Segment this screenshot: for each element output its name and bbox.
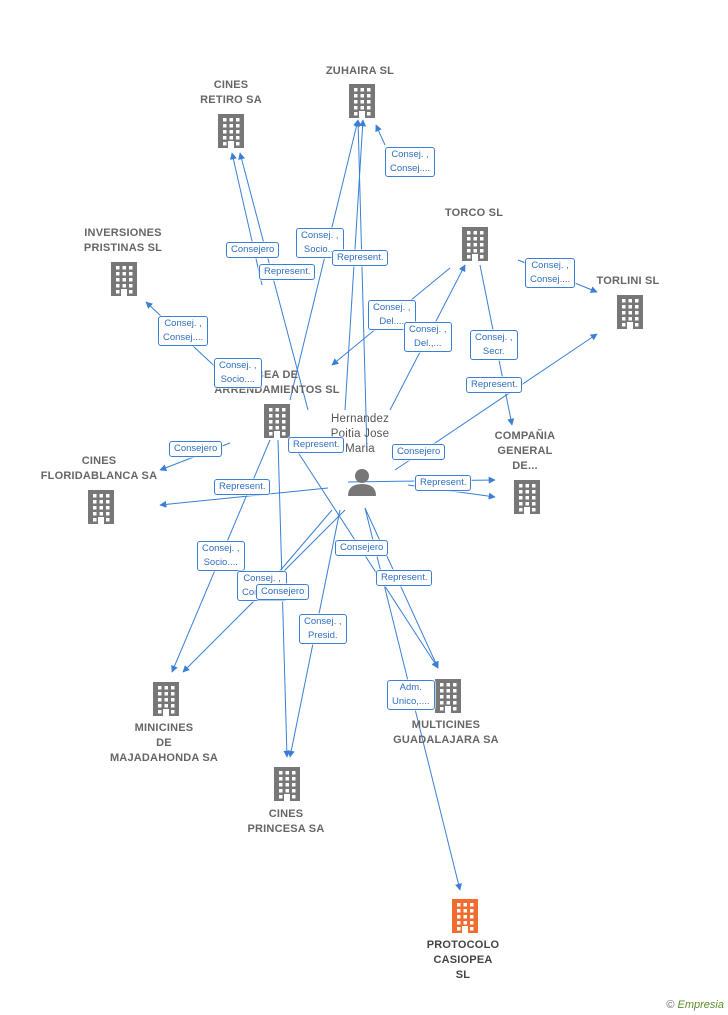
person-icon[interactable] [348,469,376,496]
edge-label[interactable]: Represent. [376,570,433,586]
edge-line [289,119,360,401]
building-icon[interactable] [218,114,244,148]
copyright-symbol: © [666,999,675,1011]
edge-label[interactable]: Consej. , Consej.... [158,316,209,346]
building-icon[interactable] [153,682,179,716]
building-icon[interactable] [617,295,643,329]
building-icon[interactable] [264,404,290,438]
edge-label[interactable]: Consej. , Del.... [368,300,416,330]
nodes-layer [88,84,643,933]
edge-label[interactable]: Consejero [169,441,223,457]
edge-label[interactable]: Consej. , Socio.... [197,541,245,571]
edge-line [238,152,309,411]
edge-label[interactable]: Consej. , Del.,... [404,322,452,352]
edge-line [354,119,368,453]
brand-name: Empresia [677,999,724,1011]
edge-label[interactable]: Consejero [226,242,280,258]
edge-label[interactable]: Represent. [415,475,472,491]
edge-label[interactable]: Represent. [332,250,389,266]
edge-line [364,507,439,669]
company-label[interactable]: MULTICINES GUADALAJARA SA [393,719,499,746]
edge-label[interactable]: Consej. , Socio.... [214,358,262,388]
edge-label[interactable]: Represent. [259,264,316,280]
building-icon[interactable] [111,262,137,296]
company-label[interactable]: CINES RETIRO SA [200,79,262,106]
building-icon[interactable] [462,227,488,261]
building-icon[interactable] [514,480,540,514]
company-label[interactable]: INVERSIONES PRISTINAS SL [83,227,163,254]
building-icon[interactable] [274,767,300,801]
company-label[interactable]: TORCO SL [444,207,504,219]
edge-label[interactable]: Consej. , Consej.... [385,147,436,177]
edge-label[interactable]: Consejero [335,540,389,556]
building-icon[interactable] [452,899,478,933]
building-icon[interactable] [435,679,461,713]
edge-label[interactable]: Consej. , Consej.... [525,258,576,288]
edge-label[interactable]: Represent. [288,437,345,453]
building-icon[interactable] [349,84,375,118]
edge-label[interactable]: Consej. , Secr. [470,330,518,360]
edge-label[interactable]: Consej. , Presid. [299,614,347,644]
brand-watermark: ©Empresia [666,999,724,1011]
person-name[interactable]: Hernandez Poitia Jose Maria [330,413,390,455]
building-icon[interactable] [88,490,114,524]
company-label[interactable]: CINES PRINCESA SA [247,808,325,835]
edge-label[interactable]: Consej. , Socio... [296,228,344,258]
company-label[interactable]: CINES FLORIDABLANCA SA [40,455,158,482]
edge-line [229,152,263,286]
edge-label[interactable]: Consejero [392,444,446,460]
edge-label[interactable]: Consejero [256,584,310,600]
company-label[interactable]: ZUHAIRA SL [325,65,395,77]
edge-label[interactable]: Adm. Unico,.... [387,680,435,710]
edge-line [375,124,386,146]
company-label[interactable]: MINICINES DE MAJADAHONDA SA [109,722,219,764]
edge-line [159,487,329,508]
edge-label[interactable]: Represent. [466,377,523,393]
company-label[interactable]: COMPAÑIA GENERAL DE... [494,430,556,472]
company-label[interactable]: PROTOCOLO CASIOPEA SL [426,939,500,981]
company-label[interactable]: TORLINI SL [596,275,660,287]
edge-label[interactable]: Represent. [214,479,271,495]
